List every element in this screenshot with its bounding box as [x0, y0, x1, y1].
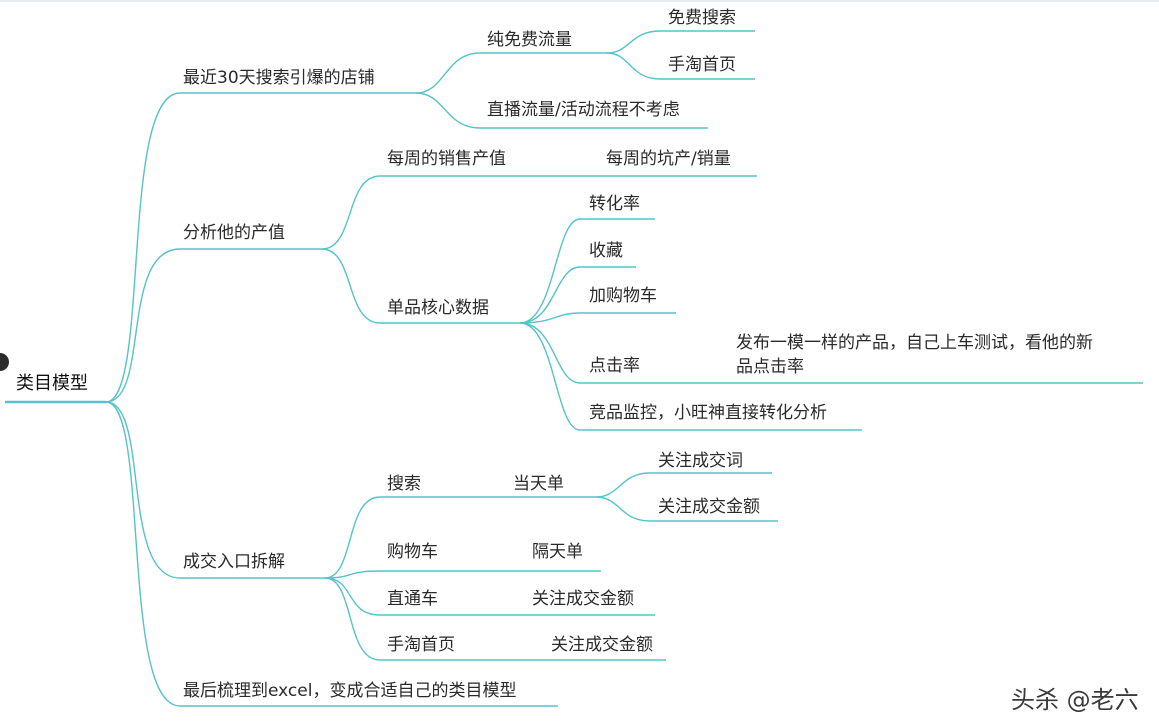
- connector-free-traffic: [415, 52, 481, 94]
- connector-deal-amount: [595, 496, 651, 522]
- connector-deal-words: [595, 472, 651, 498]
- fav-label: 收藏: [589, 241, 623, 261]
- node-core-data[interactable]: 单品核心数据 转化率 收藏 加购物车 点击率 发布一模一样的产品，自己上车测试，…: [380, 194, 1143, 431]
- search-entry-label: 搜索: [387, 474, 421, 494]
- ztc-entry-label: 直通车: [387, 589, 438, 609]
- connector-ztc: [324, 577, 381, 616]
- connector-b1: [105, 92, 181, 403]
- ctr-note-line2: 品点击率: [736, 357, 804, 377]
- free-traffic-label: 纯免费流量: [487, 30, 572, 50]
- b2-label: 分析他的产值: [183, 223, 285, 243]
- connector-core: [321, 248, 381, 324]
- cart-label: 加购物车: [589, 286, 657, 306]
- search-entry-note: 当天单: [513, 474, 564, 494]
- node-home-entry[interactable]: 手淘首页 关注成交金额: [380, 635, 666, 661]
- conv-label: 转化率: [589, 194, 640, 214]
- cart-entry-note: 隔天单: [532, 542, 583, 562]
- connector-home-1: [606, 52, 661, 80]
- root-node[interactable]: 类目模型: [0, 353, 106, 404]
- weekly-label: 每周的销售产值: [387, 149, 506, 169]
- ztc-entry-note: 关注成交金额: [532, 589, 634, 609]
- branch-deal-entrances[interactable]: 成交入口拆解 搜索 当天单 关注成交词 关注成交金额 购物车 隔天单 直通车 关…: [180, 451, 778, 661]
- connector-ctr: [519, 322, 581, 384]
- node-ztc-entry[interactable]: 直通车 关注成交金额: [380, 589, 655, 616]
- connector-b2: [105, 248, 181, 403]
- b3-label: 成交入口拆解: [183, 552, 285, 572]
- cart-entry-label: 购物车: [387, 542, 438, 562]
- node-free-traffic[interactable]: 纯免费流量 免费搜索 手淘首页: [480, 8, 755, 80]
- node-search-entry[interactable]: 搜索 当天单 关注成交词 关注成交金额: [380, 451, 778, 522]
- branch-summary-excel[interactable]: 最后梳理到excel，变成合适自己的类目模型: [180, 681, 558, 707]
- home-entry-note: 关注成交金额: [551, 635, 653, 655]
- b1-label: 最近30天搜索引爆的店铺: [183, 68, 375, 88]
- weekly-note: 每周的坑产/销量: [606, 149, 731, 169]
- node-live[interactable]: 直播流量/活动流程不考虑: [480, 100, 708, 129]
- root-connectors: [105, 92, 181, 707]
- root-label: 类目模型: [16, 373, 88, 394]
- home-page-label: 手淘首页: [668, 55, 736, 75]
- collapse-dot-icon[interactable]: [0, 353, 9, 371]
- connector-search: [324, 496, 381, 579]
- connector-monitor: [519, 322, 581, 431]
- connector-fav: [519, 266, 581, 324]
- home-entry-label: 手淘首页: [387, 635, 455, 655]
- node-cart-entry[interactable]: 购物车 隔天单: [380, 542, 601, 572]
- ctr-label: 点击率: [589, 356, 640, 376]
- branch-analyze-output[interactable]: 分析他的产值 每周的销售产值 每周的坑产/销量 单品核心数据 转化率 收藏 加购…: [180, 149, 1143, 431]
- free-search-label: 免费搜索: [668, 8, 736, 28]
- connector-cart-entry: [324, 570, 381, 579]
- node-weekly[interactable]: 每周的销售产值 每周的坑产/销量: [380, 149, 757, 177]
- ctr-note-line1: 发布一模一样的产品，自己上车测试，看他的新: [736, 333, 1093, 353]
- connector-b4: [105, 401, 181, 707]
- deal-amount-label: 关注成交金额: [658, 497, 760, 517]
- deal-words-label: 关注成交词: [658, 451, 743, 471]
- connector-free-search: [606, 30, 661, 54]
- live-label: 直播流量/活动流程不考虑: [487, 100, 680, 120]
- connector-home-entry: [324, 577, 381, 661]
- monitor-label: 竞品监控，小旺神直接转化分析: [589, 403, 827, 423]
- watermark-text: 头杀 @老六: [1011, 686, 1139, 714]
- connector-live: [415, 92, 481, 129]
- connector-weekly: [321, 175, 381, 250]
- connector-cart: [519, 312, 581, 324]
- branch-recent-30days[interactable]: 最近30天搜索引爆的店铺 纯免费流量 免费搜索 手淘首页 直播流量/活动流程不考…: [180, 8, 755, 129]
- connector-b3: [105, 401, 181, 579]
- connector-conv: [519, 218, 581, 324]
- b4-label: 最后梳理到excel，变成合适自己的类目模型: [183, 681, 516, 701]
- core-label: 单品核心数据: [387, 298, 489, 318]
